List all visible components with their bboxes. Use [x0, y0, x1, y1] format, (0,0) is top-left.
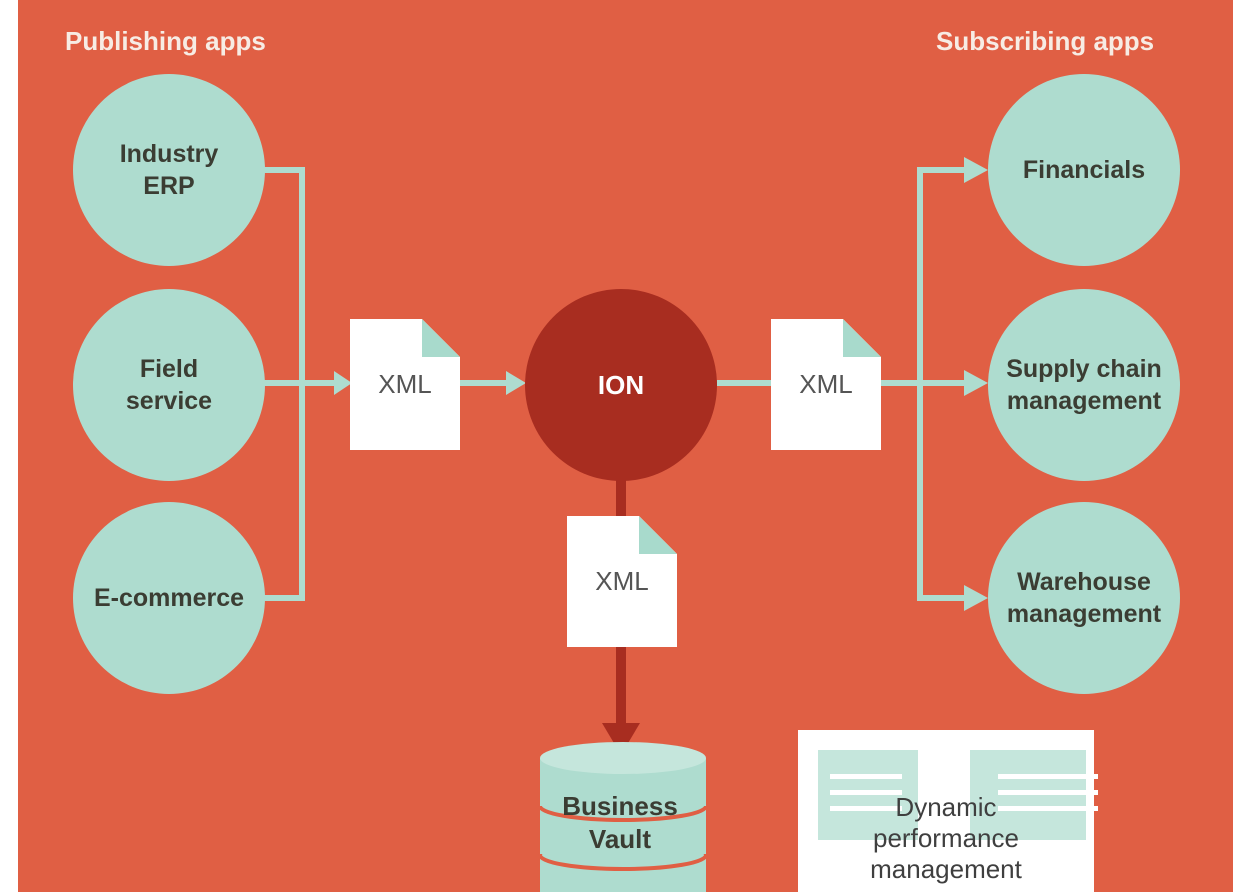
financials-node: Financials — [988, 74, 1180, 266]
arrow-to-warehouse — [964, 585, 988, 611]
arrow-to-vault — [602, 723, 640, 755]
publisher-connectors — [261, 167, 510, 601]
warehouse-management-node: Warehouse management — [988, 502, 1180, 694]
xml-label: XML — [595, 566, 649, 596]
ion-hub: ION — [525, 289, 717, 481]
xml-document-outbound: XML — [771, 319, 881, 450]
xml-document-storage: XML — [567, 516, 677, 647]
dashboard-illustration — [798, 730, 1098, 892]
field-service-node: Field service — [73, 289, 265, 481]
subscriber-connectors — [717, 167, 964, 601]
integration-diagram: Publishing apps Subscribing apps Industr… — [18, 0, 1233, 892]
arrow-to-financials — [964, 157, 988, 183]
business-vault-label: Business Vault — [562, 791, 678, 854]
e-commerce-node: E-commerce — [73, 502, 265, 694]
xml-label: XML — [799, 369, 853, 399]
business-vault-cylinder — [538, 742, 708, 892]
arrow-to-ion — [506, 371, 526, 395]
xml-label: XML — [378, 369, 432, 399]
arrow-to-supply-chain — [964, 370, 988, 396]
publishing-apps-heading: Publishing apps — [65, 26, 266, 56]
industry-erp-node: Industry ERP — [73, 74, 265, 266]
xml-document-inbound: XML — [350, 319, 460, 450]
dynamic-performance-management-label: Dynamic performance management — [870, 792, 1022, 884]
supply-chain-management-node: Supply chain management — [988, 289, 1180, 481]
subscribing-apps-heading: Subscribing apps — [936, 26, 1155, 56]
arrow-to-xml-inbound — [334, 371, 352, 395]
connector-lines — [261, 157, 988, 892]
